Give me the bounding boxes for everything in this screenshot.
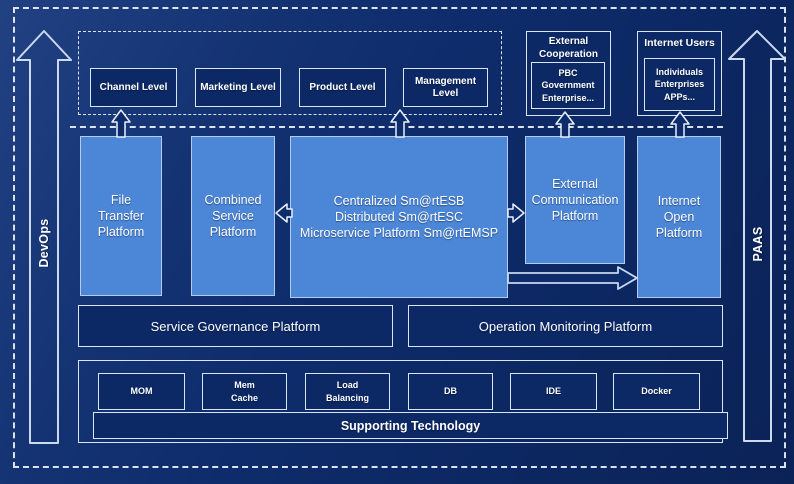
external-cooperation-title: External Cooperation — [539, 36, 598, 60]
paas-rail-label: PAAS — [751, 226, 765, 262]
tech-label-ide: IDE — [545, 386, 561, 397]
supporting-technology-container — [78, 360, 723, 443]
tech-box-load-balancing: Load Balancing — [305, 373, 390, 410]
top-separator-dashed-line — [70, 126, 723, 128]
product-level-label: Product Level — [309, 81, 376, 93]
internet-users-members-box: Individuals Enterprises APPs... — [644, 58, 715, 111]
levels-group-box — [78, 31, 502, 115]
external-cooperation-box: External Cooperation PBC Government Ente… — [526, 31, 611, 116]
operation-monitoring-platform-box: Operation Monitoring Platform — [408, 305, 723, 347]
external-communication-platform-label: External Communication Platform — [531, 176, 619, 224]
devops-rail-label: DevOps — [37, 218, 51, 268]
external-cooperation-members: PBC Government Enterprise... — [541, 68, 595, 103]
tech-label-load-balancing: Load Balancing — [325, 380, 369, 403]
file-transfer-platform-label: File Transfer Platform — [97, 192, 145, 240]
management-level-label: Management Level — [414, 75, 477, 99]
external-cooperation-members-box: PBC Government Enterprise... — [531, 62, 605, 109]
file-transfer-platform-box: File Transfer Platform — [80, 136, 162, 296]
tech-label-db: DB — [444, 386, 457, 397]
product-level-box: Product Level — [299, 68, 386, 107]
service-governance-platform-box: Service Governance Platform — [78, 305, 393, 347]
management-level-box: Management Level — [403, 68, 488, 107]
external-communication-platform-box: External Communication Platform — [525, 136, 625, 264]
service-governance-platform-label: Service Governance Platform — [150, 318, 321, 334]
esb-platform-label: Centralized Sm@rtESB Distributed Sm@rtES… — [299, 193, 499, 241]
internet-users-box: Internet Users Individuals Enterprises A… — [637, 31, 722, 116]
supporting-technology-bar: Supporting Technology — [93, 412, 728, 439]
marketing-level-label: Marketing Level — [200, 81, 276, 93]
internet-users-members: Individuals Enterprises APPs... — [654, 67, 705, 102]
combined-service-platform-label: Combined Service Platform — [204, 192, 262, 240]
channel-level-box: Channel Level — [90, 68, 177, 107]
operation-monitoring-platform-label: Operation Monitoring Platform — [478, 318, 653, 334]
tech-label-mom: MOM — [130, 386, 153, 397]
channel-level-label: Channel Level — [99, 81, 168, 93]
tech-box-mom: MOM — [98, 373, 185, 410]
tech-box-ide: IDE — [510, 373, 597, 410]
tech-label-docker: Docker — [641, 386, 672, 397]
internet-users-title: Internet Users — [644, 37, 715, 49]
supporting-technology-label: Supporting Technology — [340, 418, 481, 433]
tech-label-mem-cache: Mem Cache — [230, 380, 258, 403]
internet-open-platform-label: Internet Open Platform — [655, 193, 703, 241]
tech-box-mem-cache: Mem Cache — [202, 373, 287, 410]
tech-box-db: DB — [408, 373, 493, 410]
combined-service-platform-box: Combined Service Platform — [191, 136, 275, 296]
marketing-level-box: Marketing Level — [195, 68, 281, 107]
internet-open-platform-box: Internet Open Platform — [637, 136, 721, 298]
tech-box-docker: Docker — [613, 373, 700, 410]
esb-platform-box: Centralized Sm@rtESB Distributed Sm@rtES… — [290, 136, 508, 298]
